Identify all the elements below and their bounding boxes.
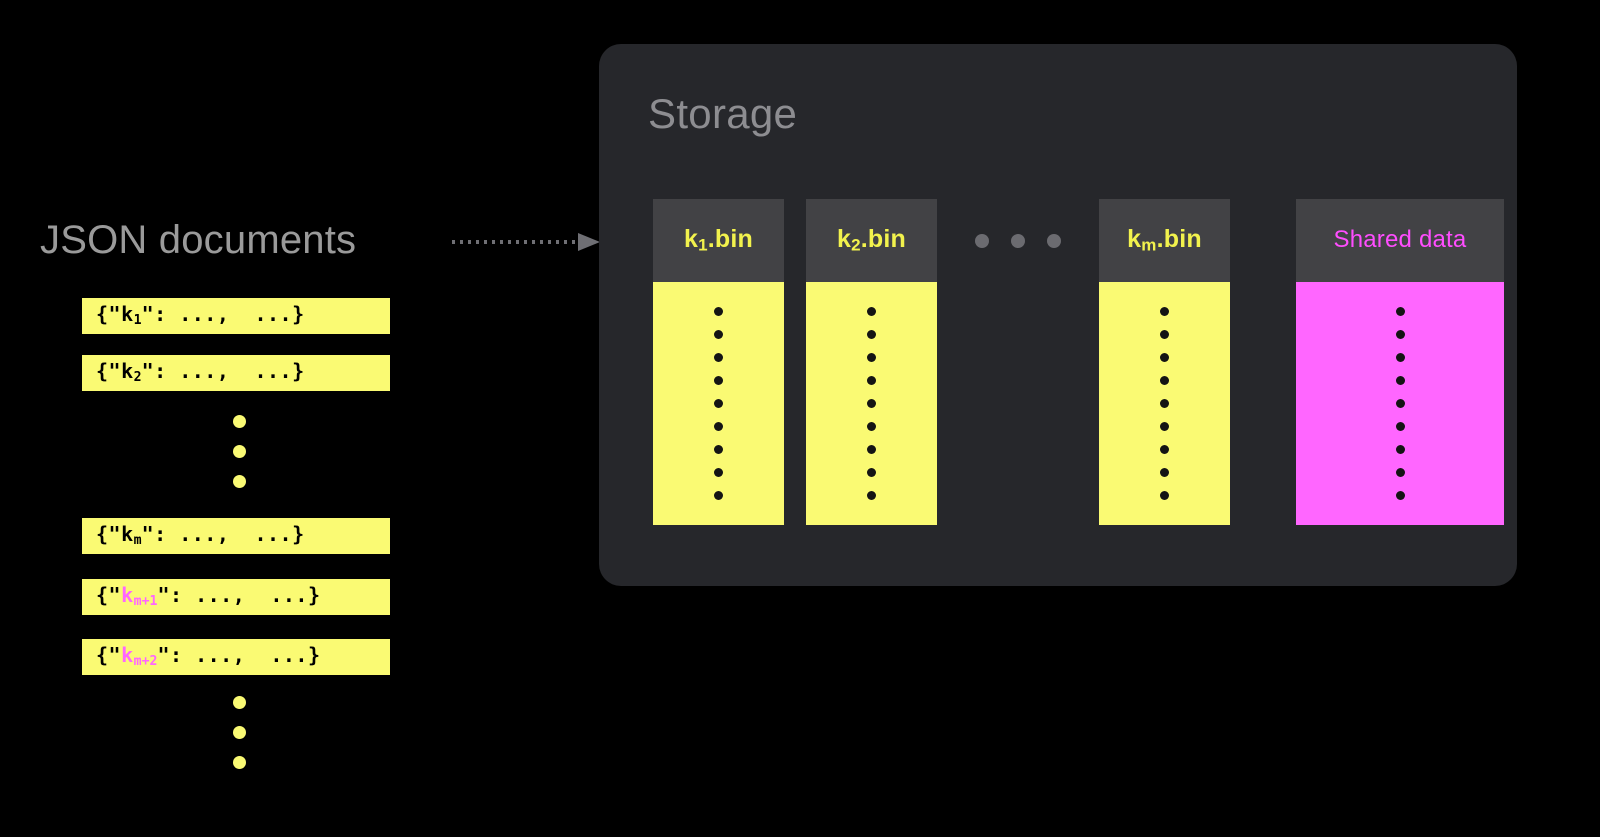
bin-content-dot — [1160, 307, 1169, 316]
json-document-text: {"k2": ..., ...} — [96, 361, 305, 384]
arrow-head — [578, 233, 600, 251]
bin-content-dot — [1160, 399, 1169, 408]
flow-arrow-icon — [452, 233, 600, 251]
bin-content-dot — [867, 399, 876, 408]
bin-content-dot — [867, 376, 876, 385]
documents-ellipsis-bottom — [233, 696, 246, 769]
json-doc-key: km — [121, 522, 142, 549]
bin-content-dot — [867, 468, 876, 477]
bin-content-dot — [714, 307, 723, 316]
json-doc-suffix: ": ..., ...} — [141, 522, 305, 547]
bin-body — [806, 282, 937, 525]
json-document-row: {"k1": ..., ...} — [82, 298, 390, 334]
ellipsis-dot — [1047, 233, 1061, 248]
bin-content-dot — [714, 330, 723, 339]
json-doc-prefix: {" — [96, 522, 122, 547]
json-doc-prefix: {" — [96, 359, 122, 384]
bin-content-dot — [1160, 491, 1169, 500]
storage-bin-k2[interactable]: k2.bin — [806, 199, 937, 525]
bin-content-dot — [1160, 376, 1169, 385]
json-doc-key-shared: km+1 — [121, 583, 158, 610]
bin-content-dot — [1395, 353, 1405, 362]
bin-content-dot — [1395, 445, 1405, 454]
bin-content-dot — [1395, 376, 1405, 385]
bin-content-dot — [867, 491, 876, 500]
json-doc-suffix: ": ..., ...} — [157, 643, 321, 668]
json-document-text: {"km": ..., ...} — [96, 524, 305, 547]
bin-content-dot — [1395, 422, 1405, 431]
json-doc-prefix: {" — [96, 583, 122, 608]
bin-content-dot — [714, 376, 723, 385]
storage-bin-shared-data[interactable]: Shared data — [1296, 199, 1504, 525]
bin-content-dot — [1395, 491, 1405, 500]
bin-content-dot — [714, 445, 723, 454]
storage-bins-ellipsis — [959, 199, 1077, 282]
ellipsis-dot — [233, 726, 246, 739]
bin-header: k2.bin — [806, 199, 937, 282]
json-document-row: {"km": ..., ...} — [82, 518, 390, 554]
bin-content-dot — [867, 422, 876, 431]
json-documents-title: JSON documents — [40, 218, 357, 262]
bin-content-dot — [714, 422, 723, 431]
bin-content-dot — [1160, 468, 1169, 477]
ellipsis-dot — [233, 415, 246, 428]
storage-panel: Storage k1.bin k2.bin — [599, 44, 1517, 586]
bin-content-dot — [1395, 330, 1405, 339]
bin-content-dot — [714, 491, 723, 500]
json-doc-prefix: {" — [96, 302, 122, 327]
json-documents-section: JSON documents {"k1": ..., ...} {"k2": .… — [0, 0, 600, 837]
bin-content-dot — [867, 445, 876, 454]
bin-content-dot — [714, 399, 723, 408]
bin-label: km.bin — [1127, 225, 1202, 255]
bin-content-dot — [714, 353, 723, 362]
json-document-row: {"km+2": ..., ...} — [82, 639, 390, 675]
documents-ellipsis-middle — [233, 415, 246, 488]
json-document-row: {"km+1": ..., ...} — [82, 579, 390, 615]
storage-bins-row: k1.bin k2.bin — [653, 199, 1526, 574]
bin-content-dot — [867, 307, 876, 316]
json-doc-key-shared: km+2 — [121, 643, 158, 670]
ellipsis-dot — [233, 445, 246, 458]
ellipsis-dot — [975, 233, 989, 248]
bin-content-dot — [1160, 422, 1169, 431]
bin-header: km.bin — [1099, 199, 1230, 282]
bin-header: Shared data — [1296, 199, 1504, 282]
bin-label: k1.bin — [684, 225, 753, 255]
ellipsis-dot — [1011, 233, 1025, 248]
bin-content-dot — [1395, 307, 1405, 316]
ellipsis-dot — [233, 475, 246, 488]
ellipsis-dot — [233, 696, 246, 709]
bin-label: k2.bin — [837, 225, 906, 255]
bin-label-shared: Shared data — [1333, 225, 1467, 253]
storage-bin-km[interactable]: km.bin — [1099, 199, 1230, 525]
bin-content-dot — [1395, 399, 1405, 408]
bin-body-shared — [1296, 282, 1504, 525]
json-doc-prefix: {" — [96, 643, 122, 668]
storage-title: Storage — [648, 90, 798, 137]
bin-content-dot — [714, 468, 723, 477]
bin-header: k1.bin — [653, 199, 784, 282]
bin-content-dot — [1160, 353, 1169, 362]
json-doc-key: k1 — [121, 302, 142, 329]
json-document-text: {"k1": ..., ...} — [96, 304, 305, 327]
json-document-text: {"km+1": ..., ...} — [96, 585, 321, 608]
bin-content-dot — [1395, 468, 1405, 477]
bin-content-dot — [867, 330, 876, 339]
bin-content-dot — [1160, 445, 1169, 454]
bin-content-dot — [1160, 330, 1169, 339]
ellipsis-dot — [233, 756, 246, 769]
storage-bin-k1[interactable]: k1.bin — [653, 199, 784, 525]
bin-body — [653, 282, 784, 525]
json-doc-suffix: ": ..., ...} — [157, 583, 321, 608]
json-doc-suffix: ": ..., ...} — [141, 302, 305, 327]
json-document-row: {"k2": ..., ...} — [82, 355, 390, 391]
json-document-text: {"km+2": ..., ...} — [96, 645, 321, 668]
json-doc-key: k2 — [121, 359, 142, 386]
json-doc-suffix: ": ..., ...} — [141, 359, 305, 384]
bin-body — [1099, 282, 1230, 525]
bin-content-dot — [867, 353, 876, 362]
